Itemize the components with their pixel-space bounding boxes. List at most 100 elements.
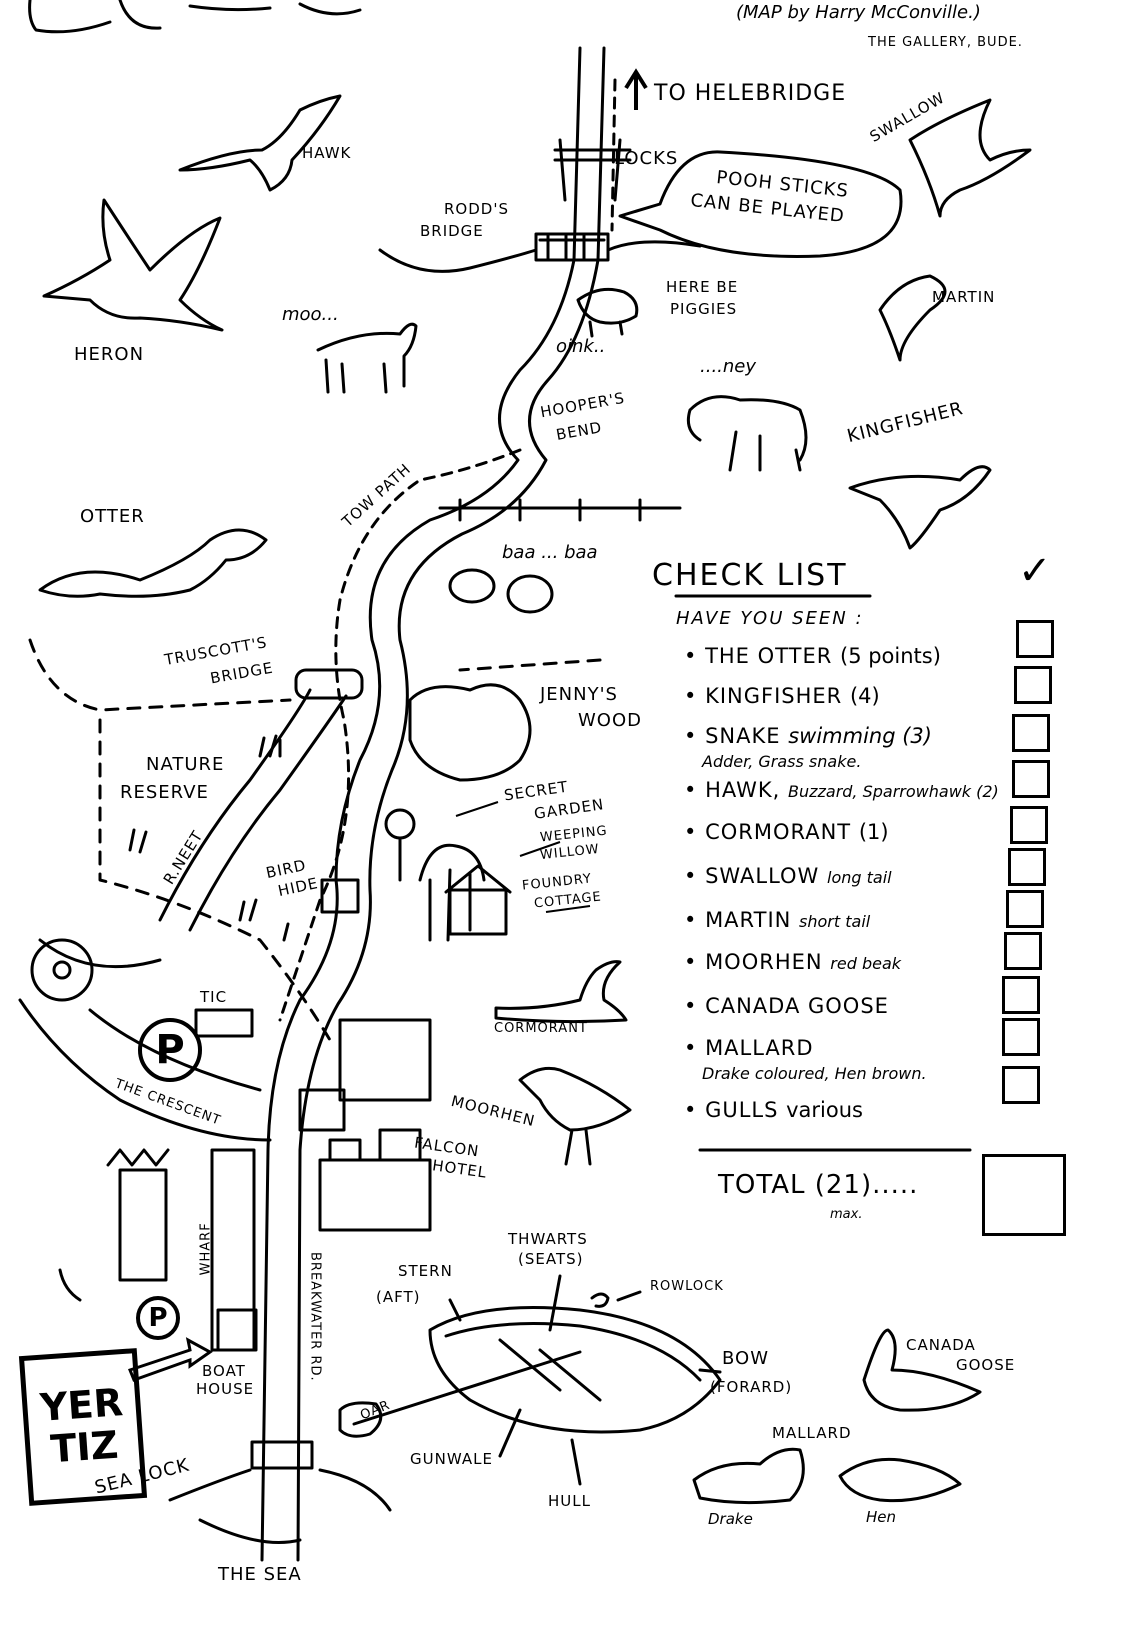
canada-goose-label-2: GOOSE [956,1356,1016,1374]
canada-goose-icon [862,1328,982,1412]
checklist-title: CHECK LIST [652,558,848,593]
canada-goose-label-1: CANADA [906,1336,976,1354]
checklist-item-gulls: • GULLS various [684,1098,863,1122]
hen-label: Hen [866,1508,897,1526]
rowing-boat [428,1306,722,1434]
thwarts-label-1: THWARTS [508,1230,588,1248]
checkbox-martin[interactable] [1006,890,1044,928]
rowlock-label: ROWLOCK [650,1279,724,1294]
foundry-cottage [448,888,508,936]
mallard-drake-icon [692,1447,805,1505]
oar [338,1350,582,1438]
tic-label: TIC [200,988,228,1006]
wharf-label: WHARF [198,1222,214,1276]
checklist-item-cormorant: • CORMORANT (1) [684,820,889,844]
river-north [378,240,702,273]
martin-label: MARTIN [932,288,996,306]
total-box[interactable] [982,1154,1066,1236]
heron-label: HERON [74,344,145,365]
yer-tiz-arrow [128,1337,213,1382]
baa-label: baa ... baa [502,542,598,563]
tic-building [194,1008,254,1038]
rodds-bridge-label-2: BRIDGE [420,222,484,240]
oink-label: oink.. [556,336,606,357]
hawk-label: HAWK [302,144,352,162]
parking-icon-crescent: P [138,1018,202,1082]
river-neet-left [158,688,312,922]
checklist-item-otter: • THE OTTER (5 points) [684,644,941,668]
tow-path [278,78,617,1022]
rodds-bridge-label-1: RODD'S [444,200,509,218]
jennys-wood-label-2: WOOD [578,710,642,731]
kingfisher-icon [848,465,992,550]
pooh-sticks-bubble [618,150,903,258]
checklist-item-moorhen: • MOORHEN red beak [684,950,902,974]
helebridge-arrow [624,68,648,110]
truscotts-bridge [294,668,364,700]
mallard-label: MALLARD [772,1424,852,1442]
horse-icon [686,395,808,472]
cormorant-label: CORMORANT [494,1021,588,1036]
sea-lock-arrow [58,1268,82,1302]
cormorant-icon [494,960,628,1024]
checkbox-cormorant[interactable] [1010,806,1048,844]
checkbox-hawk[interactable] [1012,760,1050,798]
checkbox-kingfisher[interactable] [1014,666,1052,704]
locks [553,138,632,202]
parking-icon-wharf: P [136,1296,180,1340]
martin-icon [878,274,947,362]
checkbox-swallow[interactable] [1008,848,1046,886]
map-credit: (MAP by Harry McConville.) [736,2,981,23]
checkmark-icon: ✓ [1018,548,1052,594]
thwarts-label-2: (SEATS) [518,1250,584,1268]
gallery-credit: THE GALLERY, BUDE. [868,35,1023,50]
piggies-label-1: HERE BE [666,278,739,296]
cow-icon [316,322,418,394]
checklist-item-snake: • SNAKE swimming (3)Adder, Grass snake. [684,724,932,771]
gunwale-label: GUNWALE [410,1450,493,1468]
sheep-icon [448,568,496,604]
checkbox-canada-goose[interactable] [1002,976,1040,1014]
locks-label: LOCKS [614,148,679,169]
boat-house-label-2: HOUSE [196,1380,255,1398]
checklist-subtitle: HAVE YOU SEEN : [676,608,864,629]
checklist-item-kingfisher: • KINGFISHER (4) [684,684,880,708]
breakwater-rd-label: BREAKWATER RD. [307,1251,323,1382]
canal-bank-right [296,46,606,1562]
moo-label: moo... [282,304,339,325]
bow-label-1: BOW [722,1348,769,1369]
otter-label: OTTER [80,506,145,527]
sea-waves [168,1468,392,1544]
title-lettering [28,0,362,34]
otter-icon [38,528,268,598]
town-buildings [338,1018,432,1102]
falcon-hotel [318,1158,432,1232]
checkbox-otter[interactable] [1016,620,1054,658]
swallow-icon [908,98,1032,218]
weeping-willow [418,843,486,942]
checklist-underline [674,594,972,1152]
mallard-hen-icon [838,1457,962,1503]
checkbox-snake[interactable] [1012,714,1050,752]
checklist-item-canada-goose: • CANADA GOOSE [684,994,889,1018]
secret-garden-flower [384,808,416,840]
stern-label-1: STERN [398,1262,453,1280]
reeds [128,734,290,942]
checkbox-mallard[interactable] [1002,1018,1040,1056]
hawk-icon [178,94,342,192]
nature-reserve-label-1: NATURE [146,754,225,775]
checkbox-moorhen[interactable] [1004,932,1042,970]
checkbox-gulls[interactable] [1002,1066,1040,1104]
rodds-bridge [534,232,610,262]
hoopers-fence [438,498,682,522]
nature-reserve-boundary [28,638,602,1042]
yer-tiz-sign: YER TIZ [18,1348,148,1506]
checklist-item-hawk: • HAWK, Buzzard, Sparrowhawk (2) [684,778,999,802]
stern-label-2: (AFT) [376,1288,421,1306]
piggies-label-2: PIGGIES [670,300,738,318]
total-label: TOTAL (21)..... [718,1170,919,1200]
bird-hide [320,878,360,914]
pig-icon [576,287,639,338]
drake-label: Drake [708,1510,753,1528]
